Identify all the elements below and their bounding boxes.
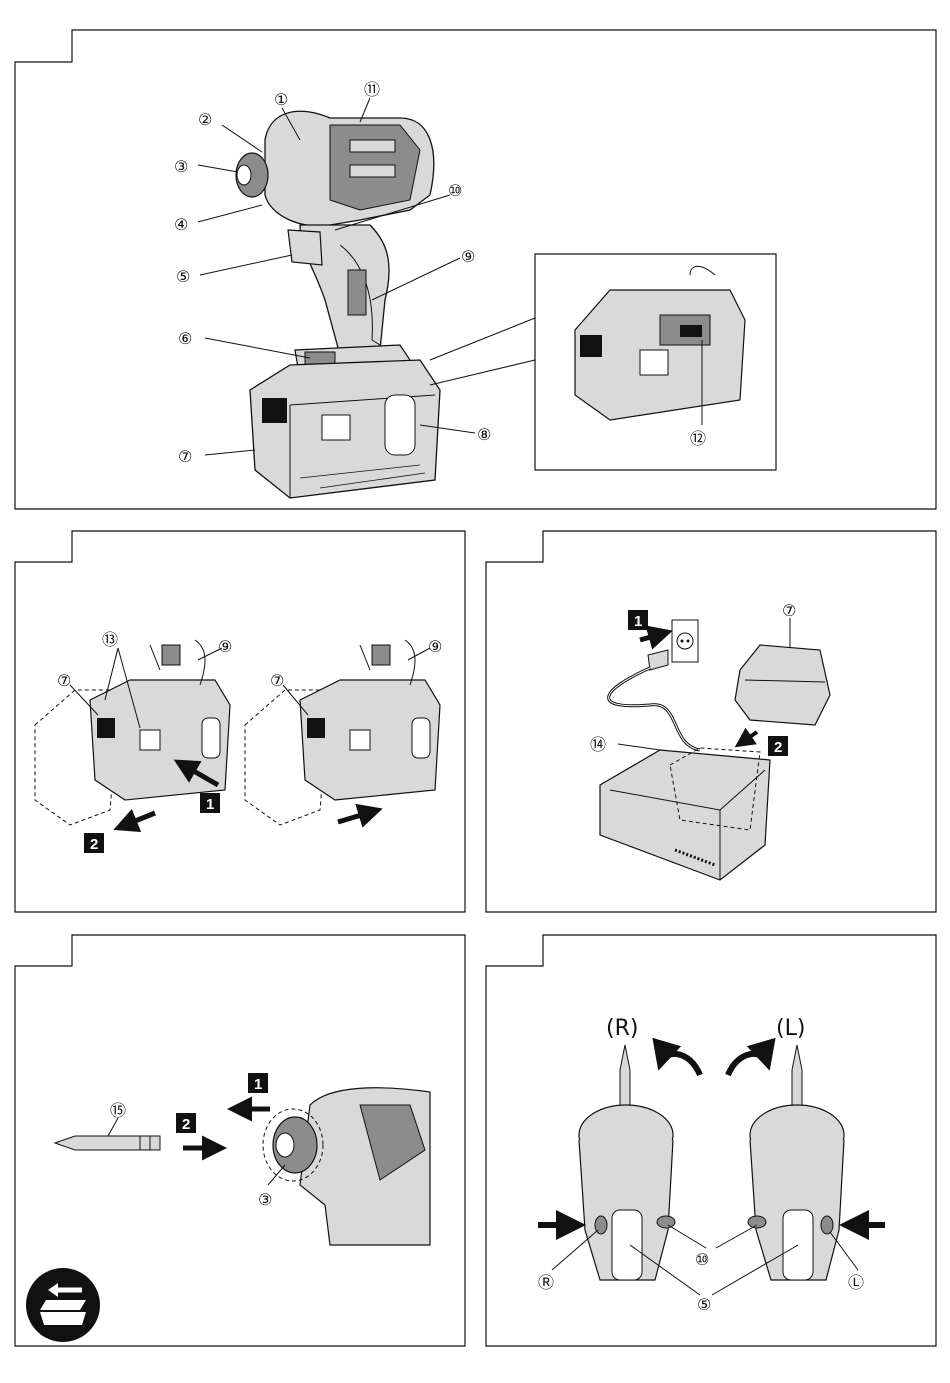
panel-overview: ① ⑪ ② ③ ④ ⑩ ⑤ ⑨ ⑥ ⑦ ⑧ ⑫ <box>15 30 936 509</box>
driver-head-closeup <box>263 1088 430 1245</box>
callout-14: ⑭ <box>590 735 606 754</box>
plug-and-cord <box>609 650 700 750</box>
callout-6: ⑥ <box>178 329 192 348</box>
callout-5-rotation: ⑤ <box>697 1295 711 1314</box>
charge-step-1-label: 1 <box>634 613 642 630</box>
callout-7-install: ⑦ <box>270 671 284 690</box>
callout-10: ⑩ <box>448 181 462 200</box>
panel-rotation-direction: (R) (L) Ⓡ <box>486 935 936 1346</box>
panel-bit-insertion: ⑮ 1 2 ③ <box>15 935 465 1346</box>
callout-r-small: Ⓡ <box>538 1273 554 1292</box>
callout-7: ⑦ <box>178 447 192 466</box>
step-1-label: 1 <box>206 796 214 813</box>
battery-pack <box>735 645 830 725</box>
driver-front-left-rotation <box>748 1045 844 1280</box>
callout-9-removal: ⑨ <box>218 637 232 656</box>
step-2-label: 2 <box>90 836 98 853</box>
callout-11: ⑪ <box>364 80 380 99</box>
callout-9-install: ⑨ <box>428 637 442 656</box>
callout-8: ⑧ <box>477 425 491 444</box>
callout-3: ③ <box>174 157 188 176</box>
callout-7-removal: ⑦ <box>57 671 71 690</box>
callout-7-charge: ⑦ <box>782 601 796 620</box>
driver-front-right-rotation <box>579 1045 675 1280</box>
panel-battery-removal: ⑬ ⑦ ⑨ 1 2 ⑦ ⑨ <box>15 531 465 912</box>
quick-release-icon <box>26 1268 100 1342</box>
bit-step-2-label: 2 <box>182 1116 190 1133</box>
driver-bit <box>55 1136 160 1150</box>
charge-step-2-label: 2 <box>774 739 782 756</box>
callout-3-bit: ③ <box>258 1190 272 1209</box>
wall-socket <box>672 620 698 662</box>
rotation-right-label: (R) <box>606 1016 638 1041</box>
rotation-left-label: (L) <box>776 1016 805 1041</box>
panel-charging: 1 ⑦ 2 ⑭ <box>486 531 936 912</box>
callout-l-small: Ⓛ <box>848 1273 864 1292</box>
charger-unit <box>600 748 770 880</box>
bit-step-1-label: 1 <box>254 1076 262 1093</box>
callout-9: ⑨ <box>461 247 475 266</box>
callout-4: ④ <box>174 215 188 234</box>
callout-12: ⑫ <box>690 429 706 448</box>
callout-10-rotation: ⑩ <box>695 1250 709 1269</box>
callout-15: ⑮ <box>110 1101 126 1120</box>
impact-driver-illustration <box>236 111 440 498</box>
callout-13: ⑬ <box>102 630 118 649</box>
callout-5: ⑤ <box>176 267 190 286</box>
callout-1: ① <box>274 90 288 109</box>
battery-install-right <box>245 640 440 825</box>
callout-2: ② <box>198 110 212 129</box>
